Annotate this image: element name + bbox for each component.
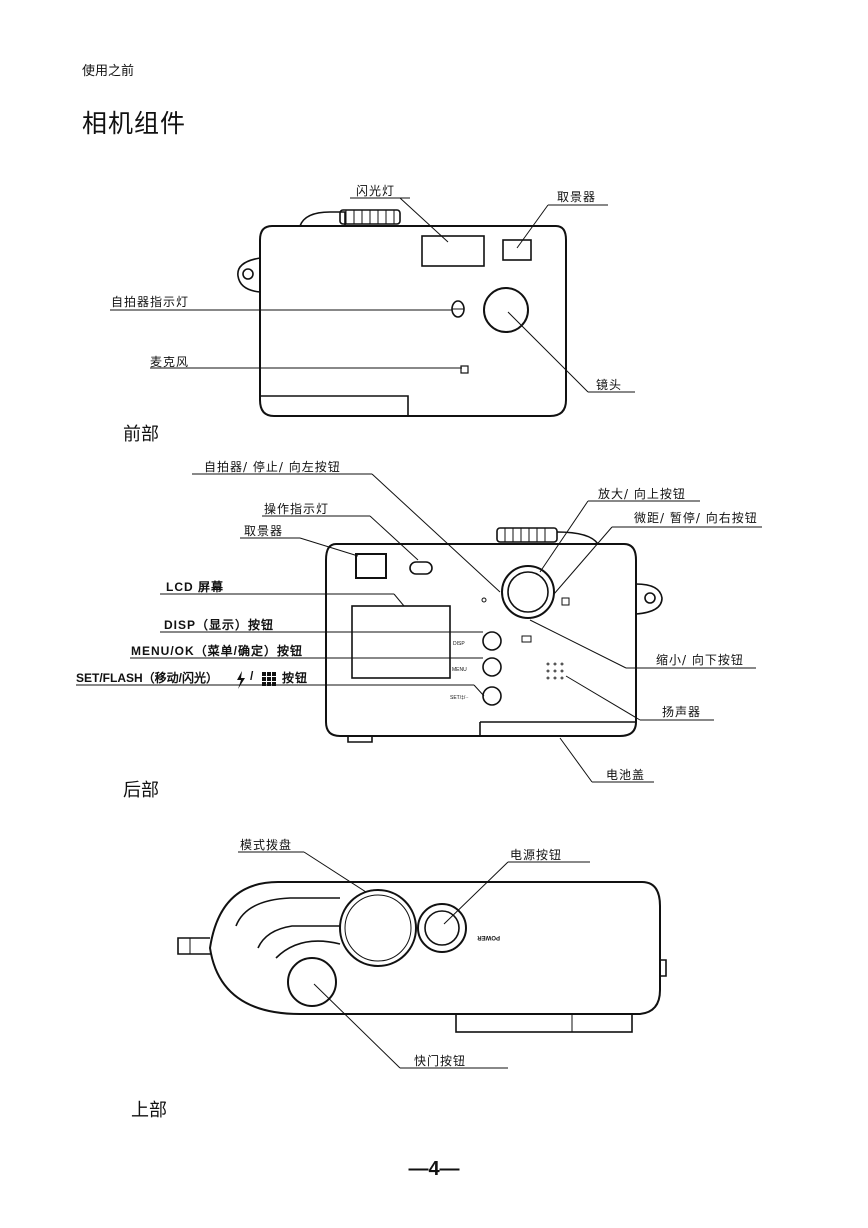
- label-set-flash-tail: /: [250, 669, 255, 683]
- label-disp: DISP（显示）按钮: [164, 618, 275, 632]
- label-mode-dial: 模式拨盘: [240, 838, 293, 852]
- header-section: 使用之前: [82, 64, 135, 79]
- set-button-text: SET/‡/··: [450, 695, 469, 701]
- caption-back: 后部: [123, 780, 159, 801]
- label-viewfinder-front: 取景器: [557, 190, 597, 204]
- power-body-text: POWER: [477, 934, 500, 940]
- label-macro: 微距/ 暂停/ 向右按钮: [634, 511, 758, 525]
- grid-icon: [262, 672, 276, 686]
- label-set-flash: SET/FLASH（移动/闪光）: [76, 671, 219, 685]
- caption-top: 上部: [131, 1100, 167, 1121]
- page-number: —4—: [408, 1158, 460, 1180]
- label-zoom-in: 放大/ 向上按钮: [598, 487, 686, 501]
- label-self-timer-left: 自拍器/ 停止/ 向左按钮: [204, 460, 341, 474]
- menu-button-text: MENU: [452, 667, 467, 673]
- label-flash: 闪光灯: [356, 184, 396, 198]
- label-battery-cover: 电池盖: [606, 768, 646, 782]
- label-shutter: 快门按钮: [414, 1054, 467, 1068]
- label-self-timer-lamp: 自拍器指示灯: [111, 295, 190, 309]
- front-camera-drawing: [237, 209, 567, 417]
- label-lens: 镜头: [596, 378, 623, 392]
- caption-front: 前部: [123, 424, 159, 445]
- label-viewfinder-back: 取景器: [244, 524, 284, 538]
- label-menu: MENU/OK（菜单/确定）按钮: [131, 644, 304, 658]
- label-speaker: 扬声器: [662, 705, 702, 719]
- label-set-flash-end: 按钮: [282, 671, 309, 685]
- flash-bolt-icon: [237, 671, 245, 689]
- label-power-button: 电源按钮: [510, 848, 563, 862]
- back-camera-drawing: [325, 527, 663, 743]
- label-lcd: LCD 屏幕: [166, 580, 224, 594]
- page-title: 相机组件: [82, 109, 187, 138]
- label-zoom-out: 缩小/ 向下按钮: [656, 653, 744, 667]
- label-microphone: 麦克风: [150, 355, 190, 369]
- disp-button-text: DISP: [453, 641, 465, 647]
- top-camera-drawing: [177, 881, 667, 1033]
- label-op-indicator: 操作指示灯: [264, 502, 330, 516]
